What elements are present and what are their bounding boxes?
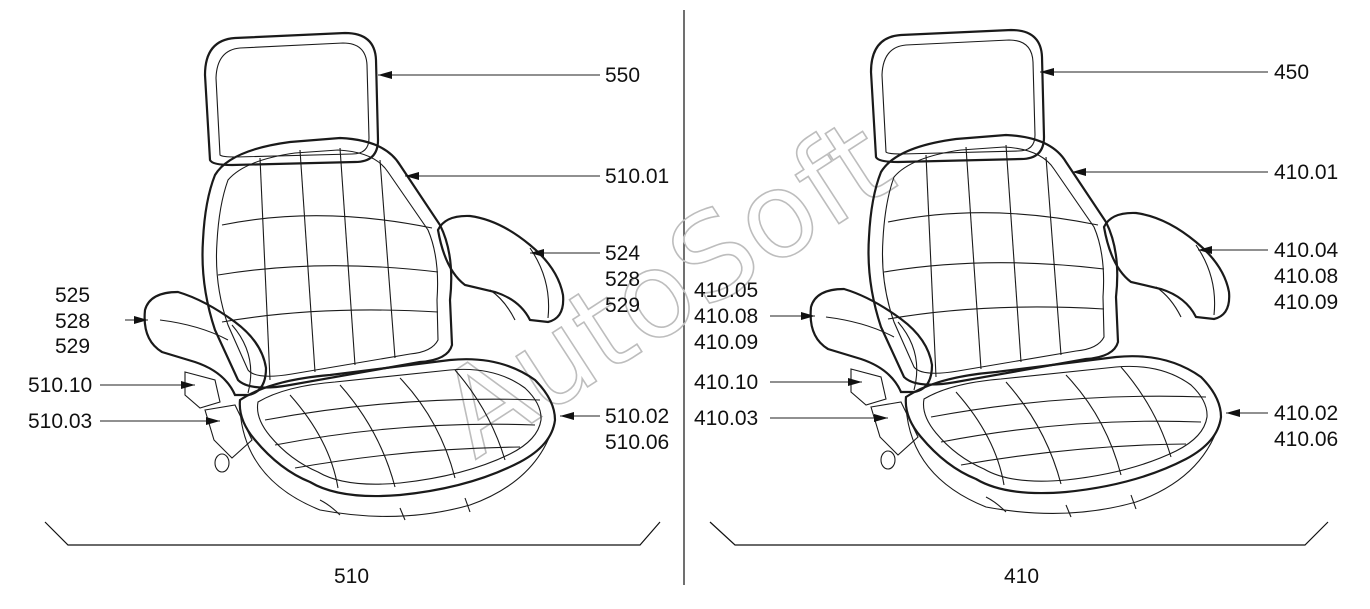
label-left-arm-1: 525 xyxy=(55,284,90,307)
label-lever-upper: 510.10 xyxy=(28,374,92,397)
panel-510: 550 510.01 524 528 529 525 528 529 510.1… xyxy=(28,31,669,588)
panel-410: 450 410.01 410.04 410.08 410.09 410.05 4… xyxy=(694,28,1339,588)
label-right-arm-3: 410.09 xyxy=(1274,291,1338,314)
label-left-arm-2: 528 xyxy=(55,310,90,333)
label-cushion-1: 410.02 xyxy=(1274,402,1338,425)
label-left-arm-2: 410.08 xyxy=(694,305,758,328)
label-right-arm-3: 529 xyxy=(605,294,640,317)
group-bracket-410 xyxy=(709,521,1329,546)
label-backrest: 410.01 xyxy=(1274,161,1338,184)
label-left-arm-1: 410.05 xyxy=(694,279,758,302)
label-right-arm-2: 528 xyxy=(605,268,640,291)
seat-drawing-410 xyxy=(809,28,1231,519)
label-lever-lower: 410.03 xyxy=(694,407,758,430)
label-right-arm-1: 410.04 xyxy=(1274,239,1339,262)
label-right-arm-2: 410.08 xyxy=(1274,265,1338,288)
label-headrest: 550 xyxy=(605,64,640,87)
caption-510: 510 xyxy=(334,565,369,588)
label-cushion-1: 510.02 xyxy=(605,405,669,428)
label-cushion-2: 410.06 xyxy=(1274,428,1338,451)
label-left-arm-3: 529 xyxy=(55,335,90,358)
label-lever-lower: 510.03 xyxy=(28,410,92,433)
label-lever-upper: 410.10 xyxy=(694,371,758,394)
label-cushion-2: 510.06 xyxy=(605,431,669,454)
label-right-arm-1: 524 xyxy=(605,242,640,265)
caption-410: 410 xyxy=(1004,565,1039,588)
group-bracket-510 xyxy=(44,521,661,546)
label-headrest: 450 xyxy=(1274,61,1309,84)
seat-drawing-510 xyxy=(143,31,565,522)
label-left-arm-3: 410.09 xyxy=(694,331,758,354)
label-backrest: 510.01 xyxy=(605,165,669,188)
